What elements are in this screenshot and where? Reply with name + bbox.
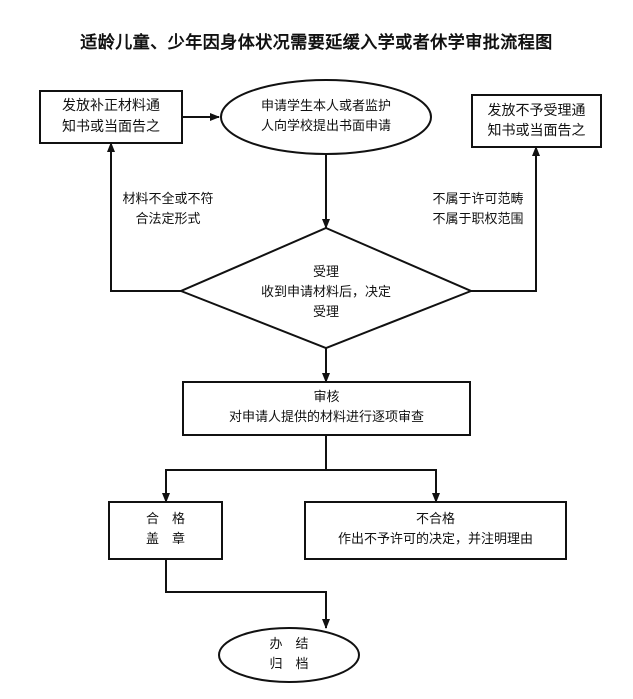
edge-label-incomplete-line1: 材料不全或不符	[122, 192, 214, 207]
supplement-label-line2: 知书或当面告之	[62, 119, 160, 135]
qualified-label-line2: 盖 章	[145, 532, 185, 547]
archive-label-line1: 办 结	[269, 637, 309, 652]
accept-label-line2: 收到申请材料后，决定	[260, 285, 391, 300]
supplement-label-line1: 发放补正材料通	[62, 98, 160, 114]
arrow-accept-to-reject	[471, 146, 540, 292]
qualified-label-line1: 合 格	[145, 512, 185, 527]
accept-label-line1: 受理	[312, 265, 339, 280]
supplement-label: 发放补正材料通 知书或当面告之	[40, 96, 182, 138]
connector-review-branch	[162, 435, 327, 503]
review-label-line2: 对申请人提供的材料进行逐项审查	[228, 410, 424, 425]
reject-notice-label: 发放不予受理通 知书或当面告之	[472, 101, 601, 141]
apply-label: 申请学生本人或者监护 人向学校提出书面申请	[246, 97, 406, 137]
accept-label-line3: 受理	[312, 305, 339, 320]
edge-label-out-of-scope-line1: 不属于许可范畴	[432, 192, 524, 207]
unqualified-label-line2: 作出不予许可的决定，并注明理由	[337, 532, 533, 547]
edge-label-incomplete: 材料不全或不符 合法定形式	[108, 190, 228, 230]
edge-label-out-of-scope: 不属于许可范畴 不属于职权范围	[418, 190, 538, 230]
unqualified-label: 不合格 作出不予许可的决定，并注明理由	[305, 510, 566, 550]
connector-review-to-unqualified	[326, 469, 440, 503]
apply-label-line2: 人向学校提出书面申请	[260, 119, 391, 134]
edge-label-out-of-scope-line2: 不属于职权范围	[432, 212, 524, 227]
apply-label-line1: 申请学生本人或者监护	[260, 99, 391, 114]
reject-notice-label-line2: 知书或当面告之	[487, 123, 586, 139]
archive-label: 办 结 归 档	[229, 635, 349, 675]
archive-node	[218, 627, 360, 683]
edge-label-incomplete-line2: 合法定形式	[135, 212, 201, 227]
arrow-accept-to-supplement	[107, 142, 181, 292]
reject-notice-label-line1: 发放不予受理通	[487, 103, 586, 119]
unqualified-label-line1: 不合格	[415, 512, 455, 527]
archive-label-line2: 归 档	[269, 657, 309, 672]
review-label: 审核 对申请人提供的材料进行逐项审查	[183, 388, 470, 428]
page-title: 适龄儿童、少年因身体状况需要延缓入学或者休学审批流程图	[80, 33, 553, 53]
arrow-qualified-to-archive	[165, 559, 330, 629]
qualified-label: 合 格 盖 章	[109, 510, 222, 550]
review-label-line1: 审核	[313, 390, 340, 405]
accept-label: 受理 收到申请材料后，决定 受理	[246, 263, 406, 323]
